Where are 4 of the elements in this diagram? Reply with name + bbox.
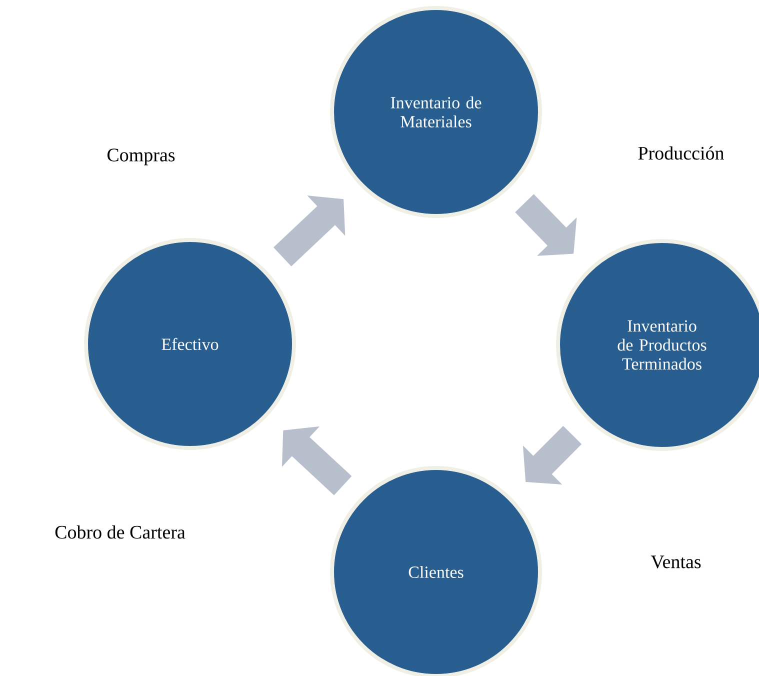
stage-label: Producción [638, 146, 724, 160]
stage-label: Cobro de Cartera [55, 525, 186, 539]
stage-label: Ventas [650, 556, 701, 568]
stage-label: Compras [108, 148, 175, 166]
